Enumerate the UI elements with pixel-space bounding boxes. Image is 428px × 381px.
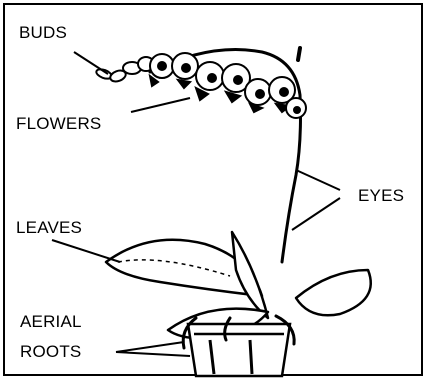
- flowers-leader: [131, 98, 190, 112]
- leaf-right: [296, 270, 371, 315]
- leaves: [106, 232, 371, 338]
- eyes-label: EYES: [358, 186, 404, 206]
- leaves-leader: [52, 240, 120, 262]
- eyes-leader-lower: [292, 198, 340, 230]
- pot: [188, 324, 290, 376]
- eyes-leader-upper: [296, 170, 340, 190]
- flowers-label: FLOWERS: [16, 114, 101, 134]
- flower-3: [196, 62, 224, 100]
- leaf-center: [232, 232, 268, 318]
- buds-label: BUDS: [19, 23, 67, 43]
- flower-2: [172, 53, 198, 88]
- roots-leader-lower: [116, 352, 190, 356]
- flower-1: [150, 54, 174, 86]
- leaves-label: LEAVES: [16, 218, 82, 238]
- buds-leader: [74, 52, 108, 74]
- aerial-label: AERIAL: [20, 312, 82, 332]
- flower-5: [245, 79, 271, 112]
- flower-7: [286, 98, 306, 118]
- roots-leader-upper: [116, 342, 184, 352]
- roots-label: ROOTS: [20, 342, 81, 362]
